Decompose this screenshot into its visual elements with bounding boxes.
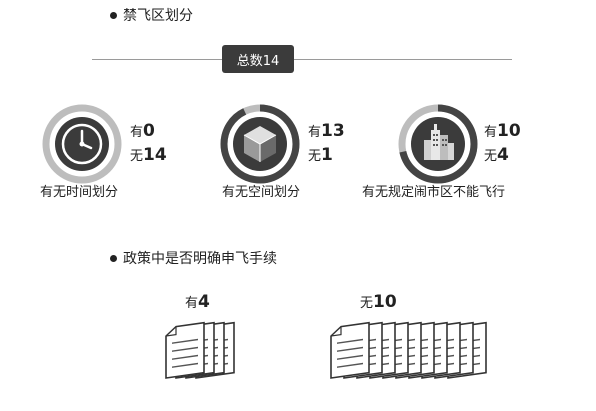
caption-time: 有无时间划分	[40, 185, 119, 200]
yes-count: 13	[321, 121, 345, 141]
ring-no-segment	[42, 104, 122, 184]
total-badge: 总数14	[222, 45, 294, 73]
stat-time: 有0 无14	[130, 121, 167, 165]
donut-time	[40, 102, 124, 186]
city-icon	[411, 117, 465, 171]
cube-icon	[233, 117, 287, 171]
no-count: 4	[497, 145, 509, 165]
yes-count: 0	[143, 121, 155, 141]
doc-stack-no	[330, 314, 500, 384]
divider-line	[92, 59, 512, 60]
caption-city: 有无规定闹市区不能飞行	[362, 185, 506, 200]
stat-city: 有10 无4	[484, 121, 521, 165]
ring-yes-segment	[220, 104, 300, 184]
bullet-dot	[110, 254, 117, 262]
doc-label-yes: 有4	[185, 292, 210, 312]
doc-label-no: 无10	[360, 292, 397, 312]
document-icon	[330, 321, 370, 379]
section2-title: 政策中是否明确申飞手续	[110, 248, 277, 268]
section1-title: 禁飞区划分	[110, 5, 193, 25]
yes-count: 10	[497, 121, 521, 141]
doc-stack-yes	[165, 314, 275, 384]
bullet-dot	[110, 11, 117, 19]
no-count: 1	[321, 145, 333, 165]
stat-space: 有13 无1	[308, 121, 345, 165]
donut-city	[396, 102, 480, 186]
caption-space: 有无空间划分	[222, 185, 301, 200]
donut-space	[218, 102, 302, 186]
document-icon	[165, 321, 205, 379]
clock-icon	[55, 117, 109, 171]
ring-yes-segment	[398, 104, 478, 184]
no-count: 14	[143, 145, 167, 165]
